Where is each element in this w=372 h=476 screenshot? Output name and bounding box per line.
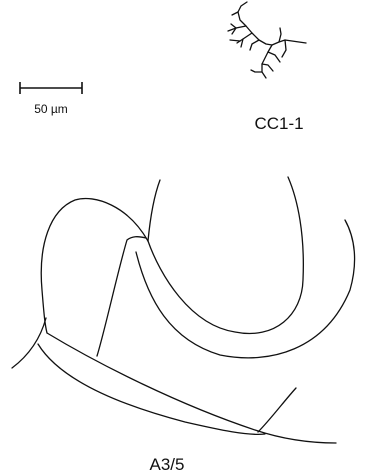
a3-5-inner-branch xyxy=(97,237,146,356)
scale-bar: 50 µm xyxy=(20,82,82,116)
cc1-1-branch xyxy=(262,45,272,78)
cell-a3-5-tracing xyxy=(12,177,355,443)
a3-5-lower-left-branch xyxy=(12,318,46,368)
cc1-1-branch xyxy=(279,28,281,42)
cc1-1-branch xyxy=(230,40,240,41)
a3-5-label: A3/5 xyxy=(150,455,185,474)
cc1-1-main-process xyxy=(238,12,306,45)
cc1-1-branch xyxy=(232,12,238,15)
a3-5-bottom-curve xyxy=(38,344,265,434)
a3-5-u-loop xyxy=(148,177,303,333)
a3-5-short-branch xyxy=(258,388,296,432)
cc1-1-branch xyxy=(231,24,236,28)
cc1-1-branch xyxy=(268,52,280,62)
cc1-1-label: CC1-1 xyxy=(254,114,303,133)
cc1-1-branch xyxy=(282,40,286,57)
scale-bar-label: 50 µm xyxy=(34,102,68,116)
cc1-1-branch xyxy=(250,40,259,50)
a3-5-upper-branch xyxy=(148,180,160,241)
a3-5-outer-curve xyxy=(136,220,355,358)
cc1-1-branch xyxy=(262,64,273,71)
cc1-1-branch xyxy=(251,70,262,72)
cc1-1-branch xyxy=(238,2,247,12)
cc1-1-branch xyxy=(228,26,246,31)
a3-5-main-arch xyxy=(41,199,148,333)
cell-cc1-1-tracing xyxy=(228,2,306,78)
